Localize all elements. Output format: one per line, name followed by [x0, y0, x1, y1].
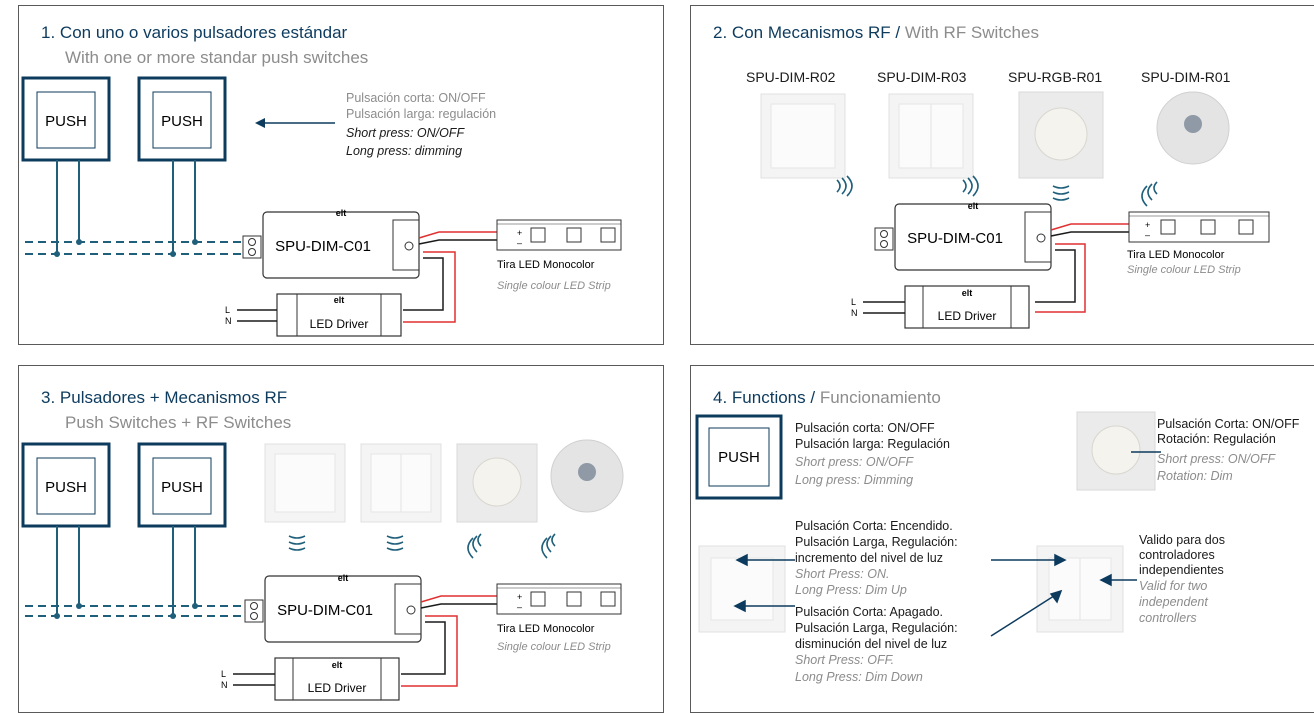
panel-title: 3. Pulsadores + Mecanismos RF: [41, 388, 288, 407]
dim-up-desc-en: Long Press: Dim Up: [795, 583, 907, 597]
strip-label: Tira LED Monocolor: [1127, 249, 1225, 261]
rotary-desc-en: Short press: ON/OFF: [1157, 452, 1276, 466]
svg-text:N: N: [225, 316, 232, 326]
push-desc-es: Pulsación larga: Regulación: [795, 437, 950, 451]
rf-wiring-diagram: elt SPU-DIM-C01 + – Tira LED Monocolor S…: [760, 91, 1270, 329]
push-label: PUSH: [45, 479, 87, 496]
driver-label: LED Driver: [310, 317, 369, 331]
driver-label: LED Driver: [938, 309, 997, 323]
led-strip: [1128, 211, 1270, 243]
two-controllers-desc: independientes: [1139, 563, 1224, 577]
note-short-press-en: Short press: ON/OFF: [346, 126, 465, 140]
push-switch-button: [152, 91, 212, 149]
model-label: SPU-RGB-R01: [1008, 69, 1103, 85]
push-desc-en: Short press: ON/OFF: [795, 455, 914, 469]
svg-text:–: –: [1145, 230, 1150, 240]
panel-title: 4. Functions / Funcionamiento: [713, 388, 941, 407]
push-desc-es: Pulsación corta: ON/OFF: [795, 421, 935, 435]
two-controllers-desc: controladores: [1139, 548, 1215, 562]
dim-down-desc-en: Long Press: Dim Down: [795, 670, 923, 684]
note-long-press: Pulsación larga: regulación: [346, 107, 497, 121]
svg-text:–: –: [517, 238, 522, 248]
svg-text:N: N: [221, 680, 228, 690]
panel-subtitle: With one or more standar push switches: [65, 48, 369, 67]
two-controllers-desc-en: independent: [1139, 595, 1208, 609]
strip-label-en: Single colour LED Strip: [497, 280, 611, 292]
led-strip: [496, 583, 622, 615]
strip-label: Tira LED Monocolor: [497, 623, 595, 635]
push-label: PUSH: [45, 113, 87, 130]
strip-label: Tira LED Monocolor: [497, 259, 595, 271]
svg-text:+: +: [1145, 220, 1150, 230]
two-controllers-desc-en: Valid for two: [1139, 579, 1208, 593]
panel-subtitle: Push Switches + RF Switches: [65, 413, 292, 432]
rotary-desc-es: Pulsación Corta: ON/OFF: [1157, 417, 1300, 431]
controller-label: SPU-DIM-C01: [275, 238, 371, 255]
panel-functions: 4. Functions / Funcionamiento PUSH Pulsa…: [690, 365, 1314, 713]
combined-wiring-diagram: PUSH PUSH elt SPU-DIM-C01: [21, 439, 624, 701]
svg-text:L: L: [851, 297, 856, 307]
push-switch-frame: [21, 442, 111, 528]
svg-text:elt: elt: [332, 660, 343, 670]
led-driver: [904, 285, 1030, 329]
dim-up-desc: Pulsación Larga, Regulación:: [795, 535, 958, 549]
svg-text:+: +: [517, 228, 522, 238]
rotary-desc-en: Rotation: Dim: [1157, 469, 1233, 483]
svg-text:elt: elt: [334, 295, 345, 305]
functions-diagram: PUSH: [695, 411, 1161, 637]
dim-up-desc: Pulsación Corta: Encendido.: [795, 519, 953, 533]
two-controllers-desc: Valido para dos: [1139, 533, 1225, 547]
push-switch-frame: [21, 76, 111, 162]
panel-title: 1. Con uno o varios pulsadores estándar: [41, 23, 348, 42]
panel-title: 2. Con Mecanismos RF / With RF Switches: [713, 23, 1039, 42]
led-driver: [274, 657, 400, 701]
push-label: PUSH: [161, 479, 203, 496]
push-label: PUSH: [161, 113, 203, 130]
dim-down-desc: Pulsación Corta: Apagado.: [795, 605, 944, 619]
led-driver: [276, 293, 402, 337]
svg-text:N: N: [851, 308, 858, 318]
dim-up-desc-en: Short Press: ON.: [795, 567, 890, 581]
push-label: PUSH: [718, 449, 760, 466]
driver-label: LED Driver: [308, 681, 367, 695]
push-switch-frame: [137, 442, 227, 528]
svg-text:+: +: [517, 592, 522, 602]
strip-label-en: Single colour LED Strip: [1127, 264, 1241, 276]
model-label: SPU-DIM-R02: [746, 69, 836, 85]
svg-text:L: L: [221, 669, 226, 679]
two-controllers-desc-en: controllers: [1139, 611, 1197, 625]
controller-label: SPU-DIM-C01: [277, 602, 373, 619]
svg-text:elt: elt: [338, 573, 349, 583]
note-short-press: Pulsación corta: ON/OFF: [346, 91, 486, 105]
model-label: SPU-DIM-R01: [1141, 69, 1231, 85]
panel-standard-push: 1. Con uno o varios pulsadores estándar …: [18, 5, 664, 345]
push-switch-frame: [695, 414, 783, 500]
push-switch-button: [36, 91, 96, 149]
dim-down-desc: disminución del nivel de luz: [795, 637, 948, 651]
svg-text:elt: elt: [968, 201, 979, 211]
svg-text:elt: elt: [962, 288, 973, 298]
controller-label: SPU-DIM-C01: [907, 230, 1003, 247]
dim-up-desc: incremento del nivel de luz: [795, 551, 943, 565]
svg-text:elt: elt: [336, 208, 347, 218]
svg-text:L: L: [225, 305, 230, 315]
svg-text:–: –: [517, 602, 522, 612]
dim-down-desc-en: Short Press: OFF.: [795, 653, 895, 667]
strip-label-en: Single colour LED Strip: [497, 641, 611, 653]
led-strip: [496, 219, 622, 251]
model-label: SPU-DIM-R03: [877, 69, 967, 85]
rf-rotary-switch: [1076, 411, 1156, 491]
panel-push-plus-rf: 3. Pulsadores + Mecanismos RF Push Switc…: [18, 365, 664, 713]
rotary-desc-es: Rotación: Regulación: [1157, 432, 1276, 446]
panel-rf-switches: 2. Con Mecanismos RF / With RF Switches …: [690, 5, 1314, 345]
push-desc-en: Long press: Dimming: [795, 473, 914, 487]
dim-down-desc: Pulsación Larga, Regulación:: [795, 621, 958, 635]
note-long-press-en: Long press: dimming: [346, 144, 463, 158]
wiring-diagram: PUSH PUSH elt SPU-DIM-C01 + – Tira L: [21, 76, 622, 337]
push-switch-frame: [137, 76, 227, 162]
